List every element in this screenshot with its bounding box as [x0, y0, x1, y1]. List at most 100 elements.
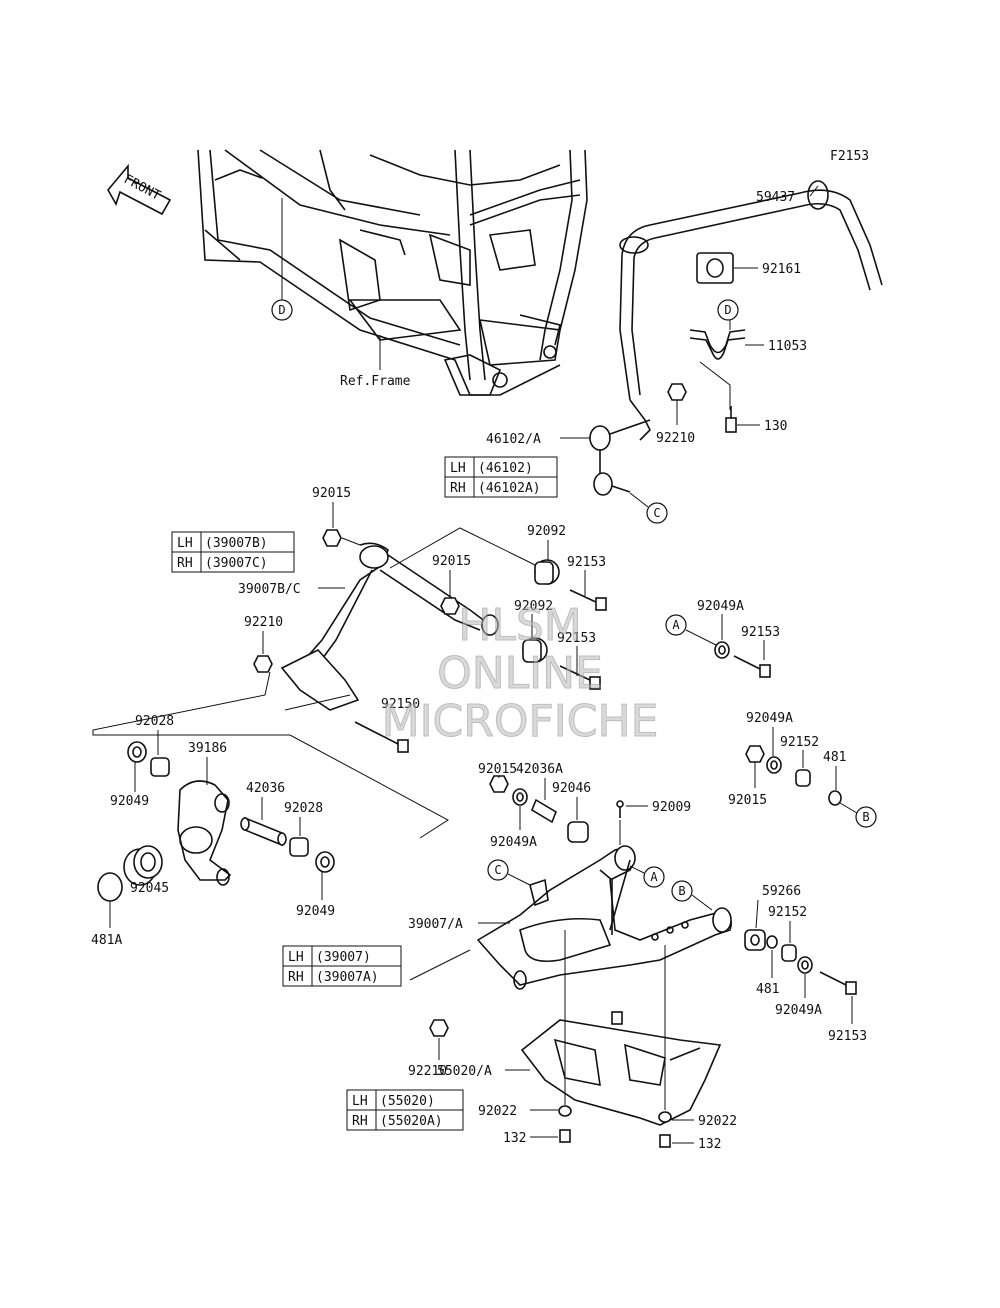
bolt-132-right [659, 1134, 671, 1148]
washer-92049a-top [714, 641, 730, 659]
label-92153-b: 92153 [557, 631, 596, 646]
nut-92015-upper-1 [322, 529, 342, 547]
label-481a: 481A [91, 933, 122, 948]
lower-arm-illustration [476, 845, 733, 990]
label-39186: 39186 [188, 741, 227, 756]
bushing-92046 [567, 821, 589, 843]
label-59266: 59266 [762, 884, 801, 899]
label-92049a-top: 92049A [697, 599, 744, 614]
label-92022-right: 92022 [698, 1114, 737, 1129]
table-46102-row1-side: LH [450, 461, 466, 476]
label-92046: 92046 [552, 781, 591, 796]
label-481-right: 481 [823, 750, 846, 765]
stabilizer-bar-illustration [619, 180, 883, 441]
table-55020-row1-part: (55020) [380, 1094, 435, 1109]
label-92049a-right: 92049A [746, 711, 793, 726]
label-132-left: 132 [503, 1131, 526, 1146]
label-11053: 11053 [768, 339, 807, 354]
label-132-right: 132 [698, 1137, 721, 1152]
table-39007-row1-part: (39007) [316, 950, 371, 965]
label-481-lower: 481 [756, 982, 779, 997]
bushing-92092-2 [522, 637, 548, 663]
label-92049-right: 92049 [296, 904, 335, 919]
svg-text:D: D [724, 303, 731, 317]
upper-arm-illustration [280, 542, 499, 711]
sleeve-42036 [240, 816, 287, 847]
label-92028-top: 92028 [135, 714, 174, 729]
circlip-481a [97, 872, 123, 902]
label-92210-lower: 92210 [408, 1064, 447, 1079]
svg-text:A: A [650, 870, 658, 884]
label-92150: 92150 [381, 697, 420, 712]
bolt-92153-1 [569, 589, 607, 611]
table-39007bc-row1-side: LH [177, 536, 193, 551]
svg-text:C: C [494, 863, 501, 877]
table-39007bc-row2-part: (39007C) [205, 556, 268, 571]
collar-92028-left [150, 757, 170, 777]
label-39007bc: 39007B/C [238, 582, 301, 597]
label-92015-lower: 92015 [478, 762, 517, 777]
frame-label: Ref.Frame [340, 374, 411, 389]
label-92049-left: 92049 [110, 794, 149, 809]
label-39007a: 39007/A [408, 917, 463, 932]
callout-b-lower: B [671, 880, 693, 902]
bolt-92153-right [733, 655, 771, 678]
svg-text:D: D [278, 303, 285, 317]
nut-92210-mid [253, 655, 273, 673]
sleeve-42036a [531, 798, 557, 824]
table-39007-row1-side: LH [288, 950, 304, 965]
svg-text:B: B [678, 884, 685, 898]
label-92049a-lower: 92049A [490, 835, 537, 850]
washer-92049a-right [766, 756, 782, 774]
callout-d-frame: D [271, 299, 293, 321]
bolt-132-left [559, 1129, 571, 1143]
label-92015-a: 92015 [312, 486, 351, 501]
watermark: HLSM ONLINE MICROFICHE [381, 600, 659, 748]
nut-92015-right [745, 745, 765, 763]
figure-code: F2153 [830, 149, 869, 164]
front-arrow-icon: FRONT [107, 163, 172, 216]
table-55020-row2-side: RH [352, 1114, 368, 1129]
label-42036: 42036 [246, 781, 285, 796]
table-46102-row1-part: (46102) [478, 461, 533, 476]
table-39007bc-row1-part: (39007B) [205, 536, 268, 551]
svg-text:B: B [862, 810, 869, 824]
callout-a-right: A [665, 614, 687, 636]
washer-92022-right [658, 1111, 672, 1123]
collar-92152-right [795, 769, 811, 787]
label-92092-a: 92092 [527, 524, 566, 539]
label-92028-right: 92028 [284, 801, 323, 816]
label-92153-a: 92153 [567, 555, 606, 570]
label-92049a-bottom: 92049A [775, 1003, 822, 1018]
bolt-130 [725, 406, 737, 433]
table-46102-row2-side: RH [450, 481, 466, 496]
table-39007-row2-side: RH [288, 970, 304, 985]
skid-plate-illustration [520, 1011, 722, 1126]
washer-92049-left [127, 741, 147, 763]
label-92045: 92045 [130, 881, 169, 896]
table-46102-row2-part: (46102A) [478, 481, 541, 496]
collar-92152-lower [781, 944, 797, 962]
label-46102a: 46102/A [486, 432, 541, 447]
label-92153-lower: 92153 [828, 1029, 867, 1044]
label-92092-b: 92092 [514, 599, 553, 614]
svg-text:C: C [653, 506, 660, 520]
nut-92210-top [667, 383, 687, 401]
nut-92210-lower [429, 1019, 449, 1037]
circlip-481-lower [766, 935, 778, 949]
collar-92028-right [289, 837, 309, 857]
grease-fitting-92009 [616, 800, 624, 818]
svg-text:A: A [672, 618, 680, 632]
callout-c-lower: C [487, 859, 509, 881]
callout-a-lower: A [643, 866, 665, 888]
watermark-line-3: MICROFICHE [382, 696, 659, 747]
bearing-92045 [123, 845, 163, 886]
nut-92015-lower [489, 775, 509, 793]
label-92009: 92009 [652, 800, 691, 815]
knuckle-illustration [177, 780, 232, 886]
bolt-92153-lower [819, 971, 857, 995]
label-92022-left: 92022 [478, 1104, 517, 1119]
table-55020: LH (55020) RH (55020A) [346, 1089, 464, 1131]
